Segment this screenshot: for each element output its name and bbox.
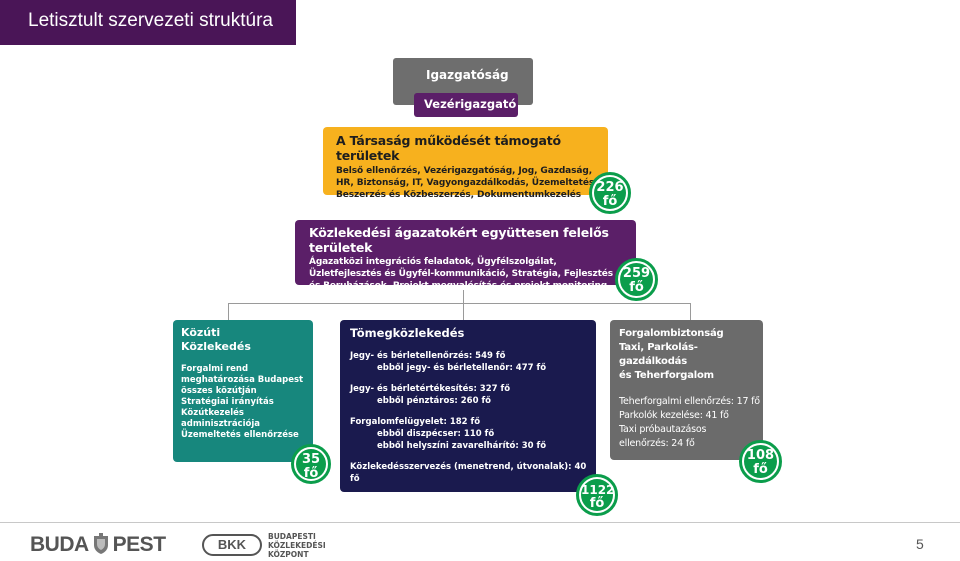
igazgatosag-label: Igazgatóság [426, 68, 509, 82]
forgalom-line: ellenőrzés: 24 fő [619, 438, 695, 449]
connector-left-drop [228, 303, 229, 320]
forgalom-heading-1: Forgalombiztonság [619, 328, 724, 339]
vezerigazgato-box: Vezérigazgató [414, 93, 518, 117]
joint-count: 259 [622, 266, 651, 281]
tomeg-subline: ebből diszpécser: 110 fő [377, 429, 495, 439]
kozuti-line: Stratégiai irányítás [181, 397, 274, 407]
forgalom-count-badge: 108 fő [739, 440, 782, 483]
forgalom-count: 108 [746, 448, 775, 463]
support-areas-box: A Társaság működését támogató területek … [323, 127, 608, 200]
joint-count-badge: 259 fő [615, 258, 658, 301]
connector-vertical-top [463, 290, 464, 303]
tomeg-count-badge: 1122 fő [576, 474, 618, 516]
support-unit: fő [602, 194, 618, 209]
joint-unit: fő [629, 280, 644, 295]
support-count-badge: 226 fő [589, 172, 631, 214]
forgalom-heading-3: és Teherforgalom [619, 370, 714, 381]
tomeg-unit: fő [589, 496, 605, 511]
forgalom-box: Forgalombiztonság Taxi, Parkolás-gazdálk… [610, 320, 763, 460]
footer-divider [0, 522, 960, 523]
joint-line: Ágazatközi integrációs feladatok, Ügyfél… [309, 257, 557, 267]
bkk-line: KÖZPONT [268, 550, 309, 559]
kozuti-unit: fő [303, 466, 319, 481]
connector-right-drop [690, 303, 691, 320]
kozuti-line: meghatározása Budapest [181, 375, 304, 385]
budapest-logo-left: BUDA [30, 533, 89, 556]
kozuti-count-badge: 35 fő [291, 444, 331, 484]
kozuti-line: adminisztrációja [181, 419, 260, 429]
slide-title: Letisztult szervezeti struktúra [0, 0, 296, 45]
bkk-line: BUDAPESTI [268, 532, 316, 541]
tomeg-line: Közlekedésszervezés (menetrend, útvonala… [350, 462, 587, 484]
tomeg-box: Tömegközlekedés Jegy- és bérletellenőrzé… [340, 320, 596, 492]
connector-horizontal [228, 303, 690, 304]
tomeg-count: 1122 [581, 483, 615, 497]
tomeg-subline: ebből jegy- és bérletellenőr: 477 fő [377, 363, 547, 373]
forgalom-heading-2: Taxi, Parkolás-gazdálkodás [619, 342, 698, 367]
forgalom-line: Taxi próbautazásos [619, 424, 707, 435]
joint-areas-box: Közlekedési ágazatokért együttesen felel… [295, 220, 636, 291]
support-line: Beszerzés és Közbeszerzés, Dokumentumkez… [336, 190, 582, 200]
budapest-logo-right: PEST [112, 533, 166, 556]
connector-mid-drop [463, 303, 464, 320]
joint-line: Üzletfejlesztés és Ügyfél-kommunikáció, … [309, 269, 613, 279]
kozuti-box: Közúti Közlekedés Forgalmi rend meghatár… [173, 320, 313, 462]
tomeg-subline: ebből pénztáros: 260 fő [377, 396, 491, 406]
forgalom-line: Teherforgalmi ellenőrzés: 17 fő [619, 396, 760, 407]
joint-line: és Beruházások, Projekt megvalósítás és … [309, 281, 608, 291]
tomeg-line: Forgalomfelügyelet: 182 fő [350, 417, 481, 427]
bkk-line: KÖZLEKEDÉSI [268, 541, 326, 550]
support-count: 226 [596, 180, 624, 195]
tomeg-line: Jegy- és bérletértékesítés: 327 fő [350, 384, 511, 394]
bkk-fullname: BUDAPESTI KÖZLEKEDÉSI KÖZPONT [268, 532, 326, 559]
bkk-logo: BKK [202, 534, 262, 556]
vezerigazgato-label: Vezérigazgató [424, 97, 517, 111]
crest-icon [93, 533, 108, 554]
kozuti-line: összes közútján [181, 386, 257, 396]
kozuti-heading-1: Közúti [181, 326, 221, 339]
tomeg-line: Jegy- és bérletellenőrzés: 549 fő [350, 351, 506, 361]
budapest-logo: BUDA PEST [30, 533, 166, 557]
forgalom-line: Parkolók kezelése: 41 fő [619, 410, 729, 421]
tomeg-subline: ebből helyszíni zavarelhárító: 30 fő [377, 441, 547, 451]
kozuti-line: Közútkezelés [181, 408, 244, 418]
kozuti-line: Üzemeltetés ellenőrzése [181, 430, 299, 440]
support-heading: A Társaság működését támogató területek [336, 133, 561, 163]
joint-heading: Közlekedési ágazatokért együttesen felel… [309, 225, 609, 255]
forgalom-unit: fő [753, 462, 768, 477]
support-line: Belső ellenőrzés, Vezérigazgatóság, Jog,… [336, 166, 593, 176]
bkk-logo-text: BKK [217, 537, 247, 552]
page-number: 5 [916, 536, 924, 552]
kozuti-heading-2: Közlekedés [181, 340, 251, 353]
kozuti-count: 35 [301, 452, 321, 467]
kozuti-line: Forgalmi rend [181, 364, 249, 374]
support-line: HR, Biztonság, IT, Vagyongazdálkodás, Üz… [336, 178, 598, 188]
tomeg-heading: Tömegközlekedés [350, 326, 465, 340]
